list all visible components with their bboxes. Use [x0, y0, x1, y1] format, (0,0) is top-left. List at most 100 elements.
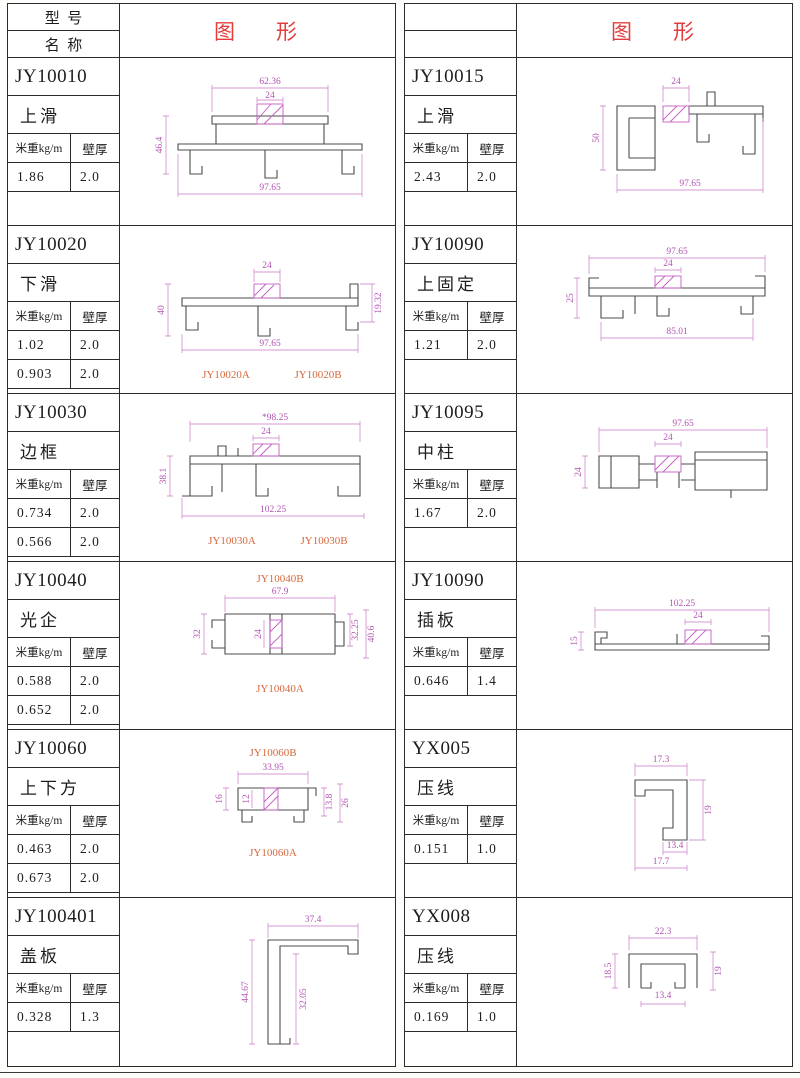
labels-column: JY10020 下滑 米重kg/m 壁厚 1.02 2.0 0.903 2.0 [8, 226, 120, 393]
dimensions: 24 50 97.65 [592, 77, 764, 193]
spec-value-row: 2.43 2.0 [405, 163, 516, 192]
dim-box-width: 24 [261, 427, 271, 437]
cross-section-drawing: 97.65 24 25 85.01 [566, 247, 766, 341]
weight-header: 米重kg/m [405, 134, 468, 162]
labels-column: JY10010 上滑 米重kg/m 壁厚 1.86 2.0 [8, 58, 120, 225]
cross-section-drawing: 24 19.32 40 97.65 JY10020A JY10020B [157, 261, 384, 381]
diagram-jy10090-top-fixed: 97.65 24 25 85.01 [517, 226, 792, 393]
dim-box-width: 24 [663, 433, 673, 443]
dim-right-height: 40.6 [367, 625, 377, 642]
dim-right-height: 19 [714, 966, 724, 976]
filler [8, 725, 119, 729]
profile-outline [598, 451, 768, 498]
dim-bottom-width: 97.65 [259, 183, 281, 193]
model-number: YX005 [405, 730, 516, 768]
weight-value: 1.21 [405, 331, 468, 359]
dim-left-height: 40 [157, 305, 167, 315]
type-header: 型 号 [8, 4, 119, 31]
weight-header: 米重kg/m [405, 974, 468, 1002]
wall-header: 壁厚 [82, 478, 108, 493]
filler [405, 864, 516, 897]
diagram-yx008: 22.3 18.5 19 13.4 [517, 898, 792, 1066]
diagram-jy100401: 37.4 44.67 32.05 [120, 898, 395, 1066]
weight-value: 1.67 [405, 499, 468, 527]
filler [8, 1032, 119, 1066]
spec-header-row: 米重kg/m 壁厚 [405, 638, 516, 667]
dim-box-width: 24 [265, 91, 275, 101]
sublabel-a: JY10040A [256, 683, 304, 695]
cross-section-drawing: 24 50 97.65 [592, 77, 764, 193]
filler [405, 1032, 516, 1066]
weight-value: 0.734 [8, 499, 71, 527]
wall-header: 壁厚 [479, 478, 505, 493]
dim-inner-height: 32.05 [299, 988, 309, 1010]
weight-header: 米重kg/m [405, 638, 468, 666]
dim-bottom-width: 102.25 [260, 505, 286, 515]
spec-header-row: 米重kg/m 壁厚 [8, 134, 119, 163]
wall-value: 2.0 [80, 870, 100, 885]
profile-name: 插板 [405, 600, 516, 638]
dim-top-width: 37.4 [305, 915, 322, 925]
catalog-table-left: 型 号 名 称 图 形 JY10010 上滑 米重kg/m 壁厚 1.86 2.… [7, 3, 396, 1067]
spec-header-row: 米重kg/m 壁厚 [8, 974, 119, 1003]
cross-section-drawing: 62.36 24 46.4 97.65 [155, 77, 363, 197]
spec-value-row: 0.903 2.0 [8, 360, 119, 389]
profile-name: 上滑 [405, 96, 516, 134]
spec-value-row: 0.673 2.0 [8, 864, 119, 893]
spec-value-row: 0.646 1.4 [405, 667, 516, 696]
spec-value-row: 0.151 1.0 [405, 835, 516, 864]
dim-box: 24 [254, 629, 264, 639]
graphic-header: 图 形 [214, 19, 301, 44]
dim-left-height: 16 [215, 794, 225, 804]
weight-value: 1.86 [8, 163, 71, 191]
spec-value-row: 0.652 2.0 [8, 696, 119, 725]
spec-value-row: 0.463 2.0 [8, 835, 119, 864]
section-jy100401: JY100401 盖板 米重kg/m 壁厚 0.328 1.3 37.4 [8, 898, 395, 1066]
wall-header: 壁厚 [82, 142, 108, 157]
section-jy10095: JY10095 中柱 米重kg/m 壁厚 1.67 2.0 [405, 394, 792, 562]
model-number: JY10010 [8, 58, 119, 96]
filler [405, 696, 516, 729]
profile-outline [182, 443, 361, 497]
profile-outline [634, 779, 688, 841]
weight-header: 米重kg/m [8, 134, 71, 162]
spec-value-row: 0.588 2.0 [8, 667, 119, 696]
dim-inner-width: 13.4 [667, 841, 684, 851]
filler [8, 389, 119, 393]
dim-box-width: 24 [262, 261, 272, 271]
profile-name: 上滑 [8, 96, 119, 134]
cross-section-drawing: JY10040B 67.9 32 24 32.25 40.6 [193, 573, 377, 695]
wall-header: 壁厚 [479, 310, 505, 325]
page-bottom-rule [0, 1072, 800, 1073]
dimensions: 97.65 24 24 [574, 419, 768, 489]
sublabel-b: JY10020B [294, 369, 341, 381]
section-jy10010: JY10010 上滑 米重kg/m 壁厚 1.86 2.0 [8, 58, 395, 226]
dim-left-height: 24 [574, 467, 584, 477]
dimensions: 33.95 16 12 13.8 26 [215, 763, 351, 823]
profile-name: 下滑 [8, 264, 119, 302]
weight-header: 米重kg/m [405, 470, 468, 498]
profile-name: 中柱 [405, 432, 516, 470]
profile-name: 盖板 [8, 936, 119, 974]
spec-value-row: 0.734 2.0 [8, 499, 119, 528]
profile-name: 光企 [8, 600, 119, 638]
profile-outline [237, 787, 317, 823]
sublabel-a: JY10020A [202, 369, 250, 381]
cross-section-drawing: 102.25 24 15 [570, 599, 770, 651]
wall-header: 壁厚 [479, 814, 505, 829]
section-jy10015: JY10015 上滑 米重kg/m 壁厚 2.43 2.0 [405, 58, 792, 226]
wall-header: 壁厚 [479, 142, 505, 157]
diagram-jy10020: 24 19.32 40 97.65 JY10020A JY10020B [120, 226, 395, 393]
dim-right-height: 19.32 [374, 292, 384, 314]
dim-inner: 12 [242, 794, 252, 804]
dimensions: 22.3 18.5 19 13.4 [604, 927, 724, 1007]
wall-header: 壁厚 [82, 646, 108, 661]
wall-value: 2.0 [80, 169, 100, 184]
diagram-yx005: 17.3 19 13.4 17.7 [517, 730, 792, 897]
dimensions: 24 19.32 40 97.65 [157, 261, 384, 353]
name-header-blank [405, 31, 516, 57]
section-jy10060: JY10060 上下方 米重kg/m 壁厚 0.463 2.0 0.673 2.… [8, 730, 395, 898]
profile-outline [616, 91, 764, 171]
sublabel-b: JY10040B [256, 573, 303, 585]
weight-header: 米重kg/m [8, 470, 71, 498]
